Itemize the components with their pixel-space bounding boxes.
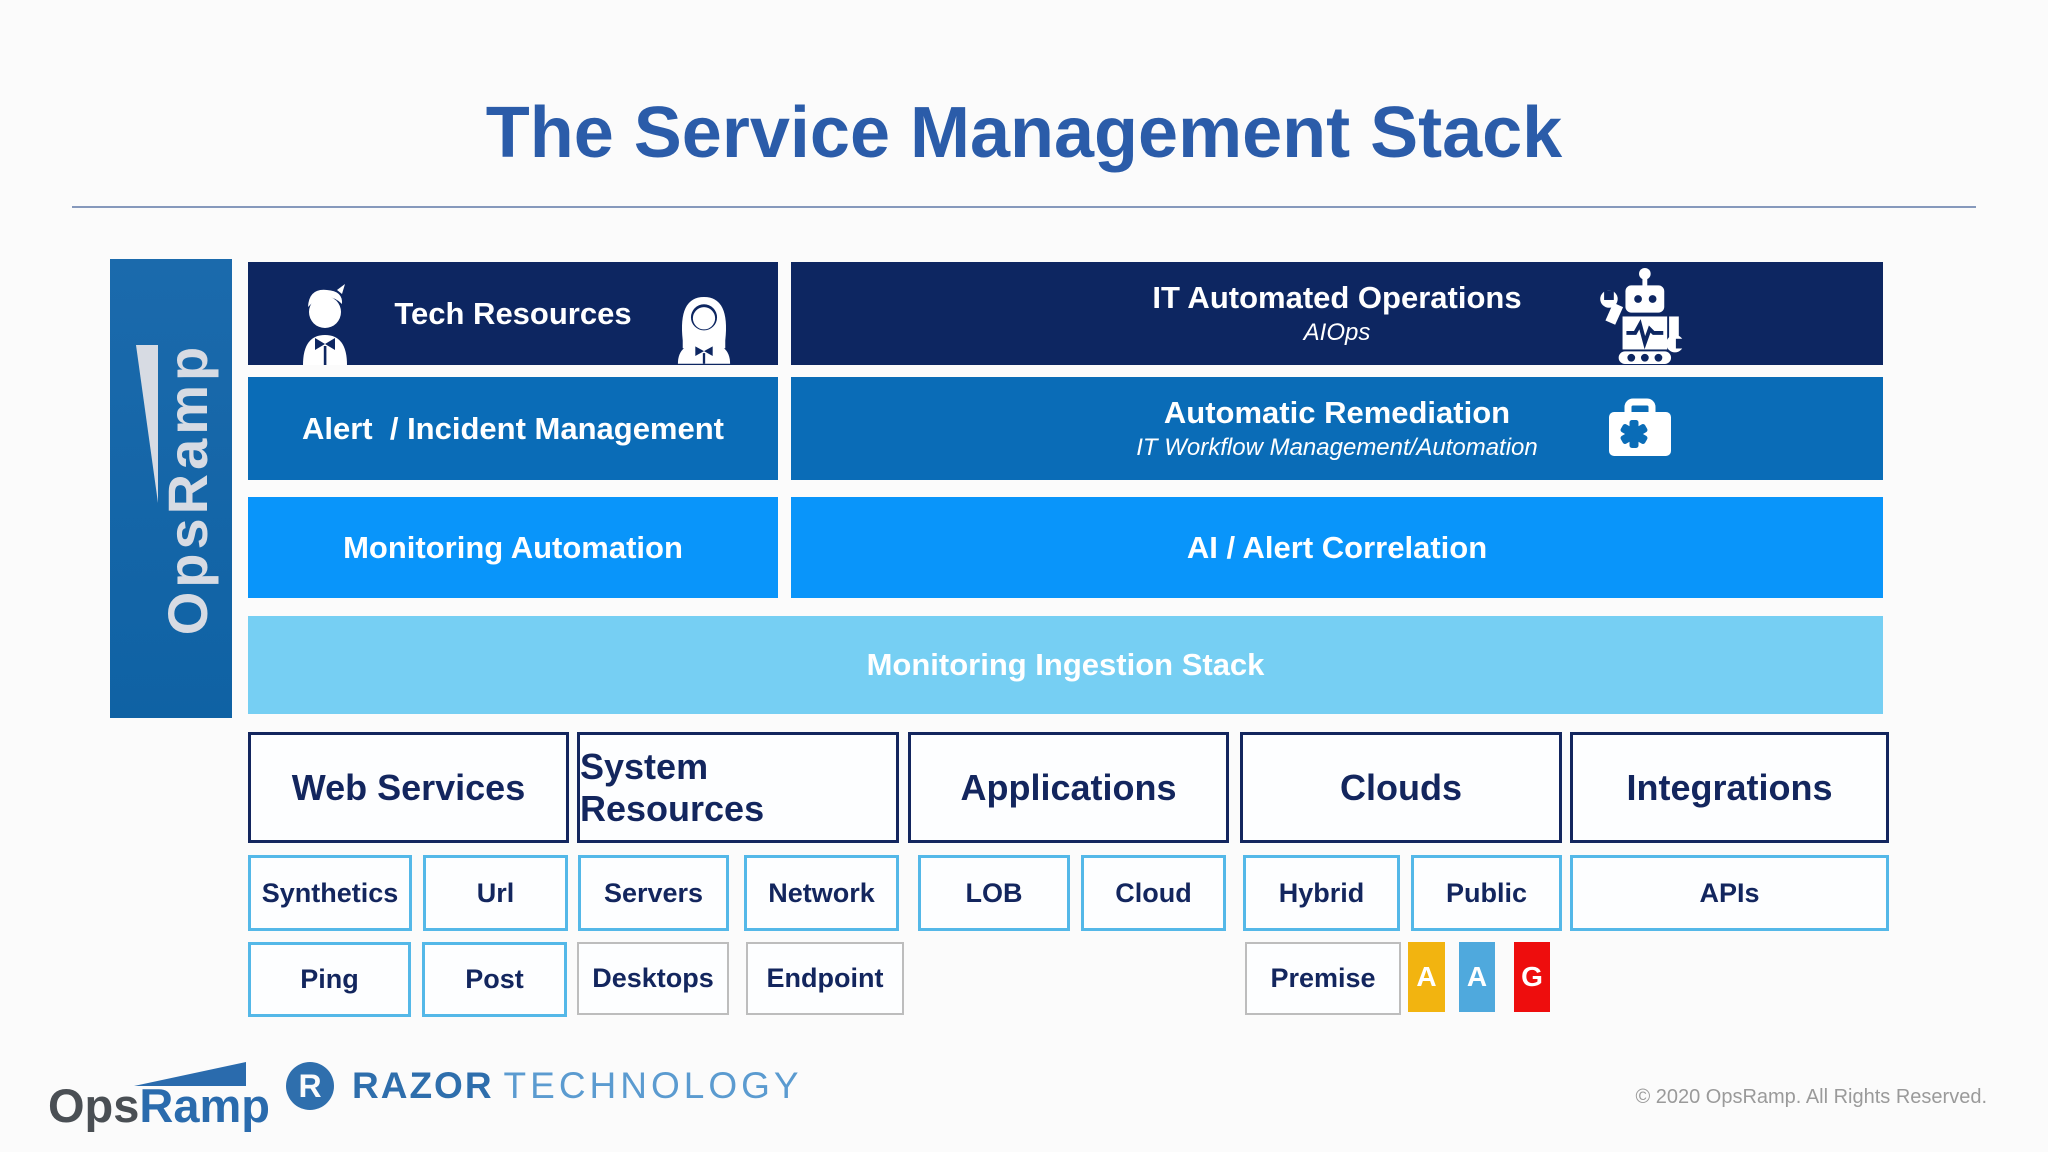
sub-box-ping: Ping: [248, 942, 411, 1017]
sub-box-cloud: Cloud: [1081, 855, 1226, 931]
sub-box-post: Post: [422, 942, 567, 1017]
stack-row-alert-incident-management: Alert / Incident Management: [248, 377, 778, 480]
automatic-remediation-label: Automatic Remediation: [1163, 395, 1511, 430]
sub-box-label: Endpoint: [766, 963, 884, 993]
stack-row-automatic-remediation: Automatic Remediation IT Workflow Manage…: [791, 377, 1883, 480]
it-automated-operations-label: IT Automated Operations: [1152, 280, 1522, 315]
man-avatar-icon: [293, 283, 357, 365]
sub-box-synthetics: Synthetics: [248, 855, 412, 931]
sub-box-url: Url: [423, 855, 568, 931]
opsramp-sidebar-bar: OpsRamp: [110, 259, 232, 718]
razor-circle-icon: R: [286, 1062, 334, 1110]
tile-a-sky: A: [1459, 942, 1495, 1012]
stack-row-monitoring-automation: Monitoring Automation: [248, 497, 778, 598]
category-box-integrations: Integrations: [1570, 732, 1889, 843]
sub-box-lob: LOB: [918, 855, 1070, 931]
sub-box-label: APIs: [1699, 877, 1760, 908]
category-label: Web Services: [291, 766, 526, 808]
aiops-subtitle: AIOps: [1303, 319, 1371, 346]
sub-box-label: Premise: [1270, 963, 1376, 993]
category-label: Clouds: [1340, 766, 1462, 808]
copyright-text: © 2020 OpsRamp. All Rights Reserved.: [1635, 1086, 1987, 1108]
category-box-clouds: Clouds: [1240, 732, 1562, 843]
sub-box-apis: APIs: [1570, 855, 1889, 931]
page-title: The Service Management Stack: [485, 93, 1563, 173]
sub-box-label: Ping: [300, 964, 359, 994]
monitoring-ingestion-label: Monitoring Ingestion Stack: [866, 647, 1265, 682]
category-label: Applications: [960, 766, 1177, 808]
sub-box-servers: Servers: [578, 855, 729, 931]
sub-box-label: LOB: [965, 877, 1023, 908]
tech-resources-label: Tech Resources: [394, 295, 632, 331]
stack-row-ai-alert-correlation: AI / Alert Correlation: [791, 497, 1883, 598]
sub-box-label: Cloud: [1115, 877, 1192, 908]
sub-box-network: Network: [744, 855, 899, 931]
sub-box-desktops: Desktops: [577, 942, 729, 1015]
sub-box-label: Hybrid: [1278, 877, 1365, 908]
sub-box-label: Url: [476, 877, 515, 908]
first-aid-kit-icon: [1607, 398, 1673, 460]
sub-box-label: Network: [768, 877, 875, 908]
opsramp-logo-ramp: Ramp: [139, 1079, 271, 1132]
sub-box-label: Post: [465, 964, 524, 994]
category-box-system-resources: System Resources: [577, 732, 899, 843]
razor-name-text: RAZOR: [352, 1065, 494, 1106]
sub-box-hybrid: Hybrid: [1243, 855, 1400, 931]
tile-letter: G: [1521, 961, 1543, 992]
sub-box-public: Public: [1411, 855, 1562, 931]
category-label: Integrations: [1626, 766, 1833, 808]
sub-box-premise: Premise: [1245, 942, 1401, 1015]
sub-box-endpoint: Endpoint: [746, 942, 904, 1015]
workflow-subtitle: IT Workflow Management/Automation: [1136, 434, 1538, 461]
category-box-web-services: Web Services: [248, 732, 569, 843]
tile-a-amber: A: [1408, 942, 1445, 1012]
ai-alert-correlation-label: AI / Alert Correlation: [1186, 529, 1488, 565]
ramp-wedge-icon: [134, 1062, 246, 1086]
alert-incident-label: Alert / Incident Management: [301, 410, 724, 446]
stack-row-it-automated-operations: IT Automated Operations AIOps: [791, 262, 1883, 365]
razor-word-text: TECHNOLOGY: [503, 1065, 803, 1106]
tile-letter: A: [1466, 961, 1488, 992]
stack-row-monitoring-ingestion: Monitoring Ingestion Stack: [248, 616, 1883, 714]
ramp-wedge-icon: [136, 344, 158, 503]
monitoring-automation-label: Monitoring Automation: [343, 529, 683, 565]
sub-box-label: Synthetics: [261, 877, 399, 908]
opsramp-brand-text: OpsRamp: [156, 342, 219, 635]
footer-opsramp-logo: OpsRamp: [48, 1062, 270, 1129]
opsramp-logo-ops: Ops: [48, 1079, 140, 1132]
title-divider: [72, 206, 1976, 208]
tile-g-red: G: [1514, 942, 1550, 1012]
robot-icon: [1596, 267, 1686, 364]
woman-avatar-icon: [675, 289, 733, 365]
sub-box-label: Public: [1445, 877, 1527, 908]
stack-row-tech-resources: Tech Resources: [248, 262, 778, 365]
sub-box-label: Desktops: [592, 963, 714, 993]
category-label: System Resources: [580, 745, 765, 829]
sub-box-label: Servers: [603, 877, 704, 908]
category-box-applications: Applications: [908, 732, 1229, 843]
tile-letter: A: [1416, 961, 1437, 992]
opsramp-vertical-logo: OpsRamp: [126, 319, 219, 659]
